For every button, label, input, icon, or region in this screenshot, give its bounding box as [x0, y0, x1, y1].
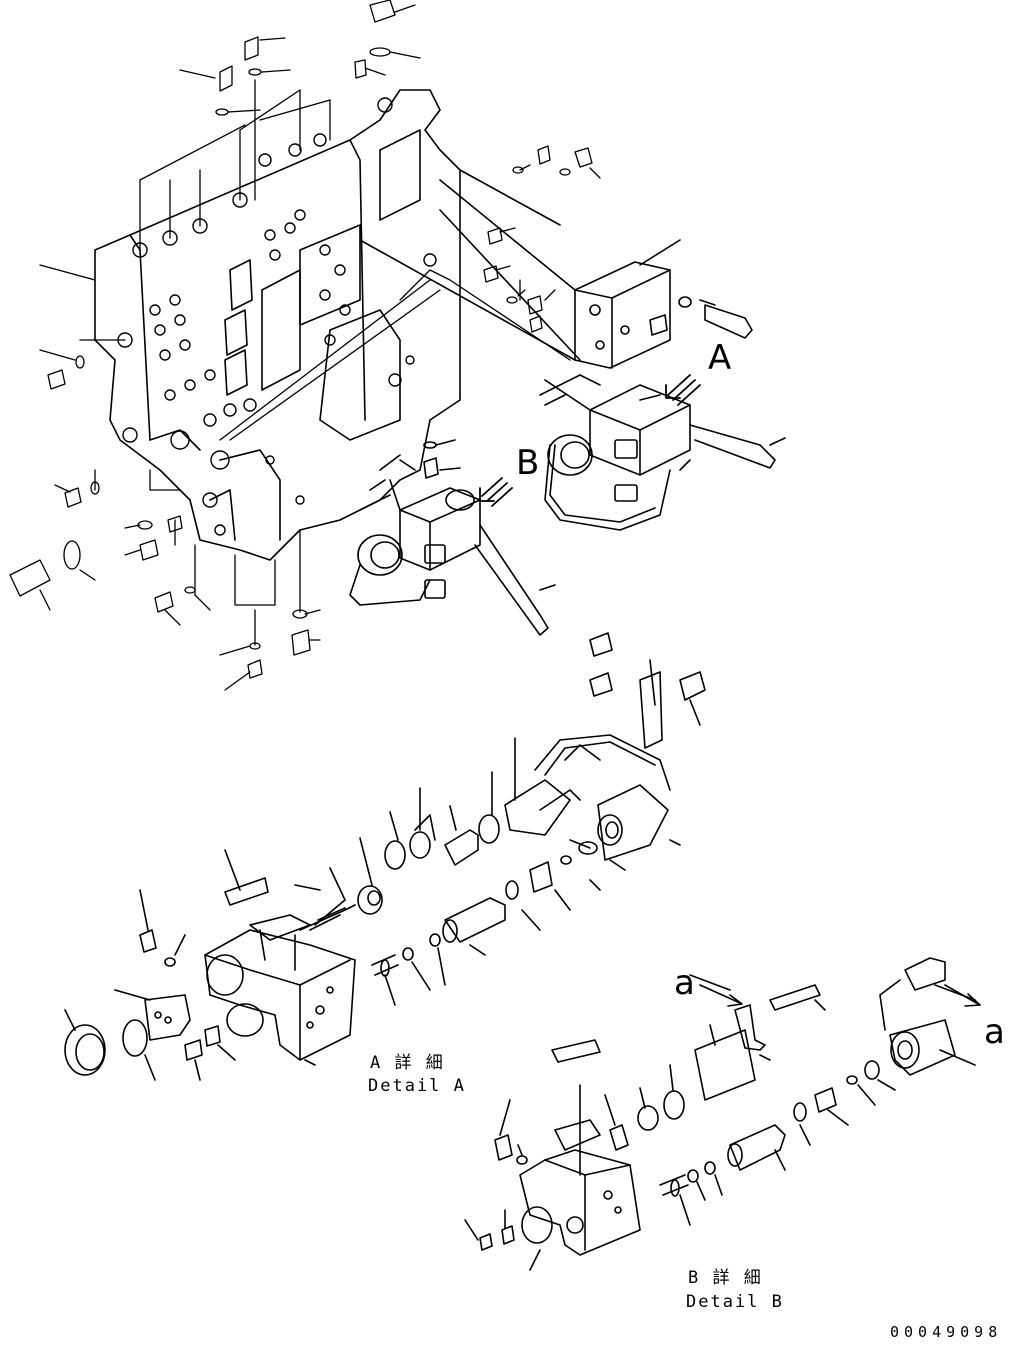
solenoid-assembly-a — [539, 374, 786, 531]
top-hardware — [139, 0, 601, 251]
detail-a-exploded — [64, 632, 706, 1081]
mid-fittings — [219, 227, 571, 441]
callout-a-lower-right: a — [984, 1012, 1005, 1052]
detail-a-label-en: Detail A — [368, 1076, 466, 1096]
detail-b-exploded — [464, 957, 976, 1271]
callout-a-lower-left: a — [674, 963, 695, 1003]
detail-a-label-jp: A 詳 細 — [370, 1053, 445, 1073]
detail-b-label-jp: B 詳 細 — [688, 1268, 763, 1288]
solenoid-assembly-b — [349, 439, 556, 636]
detail-b-label-en: Detail B — [686, 1292, 784, 1312]
valve-ports — [117, 97, 437, 536]
callout-b-upper: B — [516, 443, 540, 483]
view-arrows — [479, 374, 701, 507]
right-block — [359, 169, 753, 369]
document-number: 00049098 — [890, 1323, 1003, 1341]
a-arrows — [699, 984, 981, 1007]
callout-a-upper: A — [708, 338, 732, 378]
main-valve-body — [94, 89, 461, 561]
left-fittings — [9, 264, 321, 691]
